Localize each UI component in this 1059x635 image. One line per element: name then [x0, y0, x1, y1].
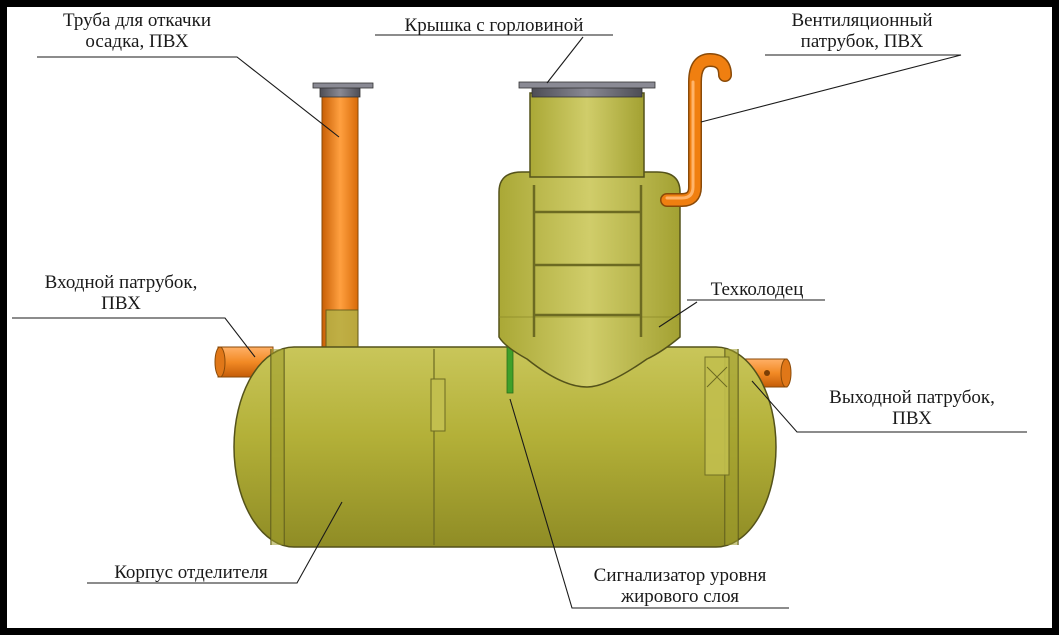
leader-lines [12, 34, 1027, 609]
vent-pipe [660, 53, 732, 207]
ladder [532, 185, 643, 337]
label-outlet-pipe: Выходной патрубок, ПВХ [792, 387, 1032, 429]
label-outlet-pipe-line2: ПВХ [892, 408, 932, 429]
label-manhole: Техколодец [687, 279, 827, 300]
label-fat-sensor: Сигнализатор уровня жирового слоя [567, 565, 793, 607]
label-cover-line1: Крышка с горловиной [404, 15, 584, 36]
label-vent-pipe-line2: патрубок, ПВХ [800, 31, 924, 52]
separator-body [233, 338, 777, 548]
label-inlet-pipe-line1: Входной патрубок, [44, 272, 198, 293]
label-sludge-pipe-line2: осадка, ПВХ [85, 31, 189, 52]
label-cover: Крышка с горловиной [373, 15, 615, 36]
label-body: Корпус отделителя [85, 562, 297, 583]
diagram-frame: Труба для откачки осадка, ПВХ Крышка с г… [7, 7, 1052, 628]
sludge-pipe [312, 82, 374, 350]
inlet-pipe [214, 346, 274, 378]
label-sludge-pipe-line1: Труба для откачки [63, 10, 211, 31]
label-sludge-pipe: Труба для откачки осадка, ПВХ [31, 10, 243, 52]
label-inlet-pipe-line2: ПВХ [101, 293, 141, 314]
label-outlet-pipe-line1: Выходной патрубок, [829, 387, 995, 408]
label-vent-pipe: Вентиляционный патрубок, ПВХ [757, 10, 967, 52]
label-manhole-line1: Техколодец [710, 279, 804, 300]
label-fat-sensor-line2: жирового слоя [621, 586, 739, 607]
label-body-line1: Корпус отделителя [114, 562, 268, 583]
label-vent-pipe-line1: Вентиляционный [791, 10, 933, 31]
label-fat-sensor-line1: Сигнализатор уровня [593, 565, 767, 586]
technical-well [498, 81, 681, 388]
label-inlet-pipe: Входной патрубок, ПВХ [11, 272, 231, 314]
grease-separator-diagram [12, 34, 1027, 609]
